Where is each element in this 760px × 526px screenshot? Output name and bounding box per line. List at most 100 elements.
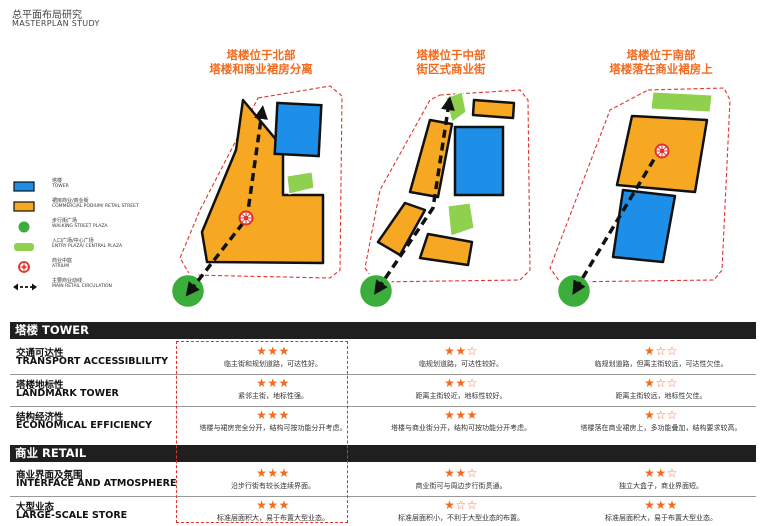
rating-description: 塔楼落在商业裙房上，多功能叠加，结构要求较高。 <box>580 424 742 432</box>
row-divider <box>10 374 756 375</box>
legend-label-cn: 步行街广场 <box>52 218 78 224</box>
scheme-3-title-line1: 塔楼位于南部 <box>626 48 696 62</box>
rating-description: 塔楼与商业街分开，结构可按功能分开考虑。 <box>391 424 531 432</box>
rating-cell: ★★★ 紧邻主街，地标性强。 <box>178 377 368 401</box>
scheme-3-title-line2: 塔楼落在商业裙房上 <box>609 62 713 76</box>
tower-swatch-icon <box>13 181 35 192</box>
scheme-1-highlight-box <box>176 341 348 523</box>
rating-description: 临规划道路，但离主街较远，可达性欠佳。 <box>594 360 728 368</box>
row-divider <box>10 406 756 407</box>
star-rating: ★★★ <box>444 408 478 422</box>
rating-cell: ★☆☆ 标准层面积小，不利于大型业态的布置。 <box>366 499 556 523</box>
scheme-2-title: 塔楼位于中部 街区式商业街 <box>356 48 546 76</box>
scheme-2-walking-plaza <box>357 272 395 310</box>
scheme-1-entry-plaza <box>286 171 315 195</box>
walking-plaza-dot-icon <box>18 221 30 233</box>
rating-description: 临主街和规划道路，可达性好。 <box>224 360 322 368</box>
rating-description: 商业街可与周边步行街贯通。 <box>415 482 507 490</box>
table-row: 商业界面及氛围 INTERFACE AND ATMOSPHERE ★★★ 沿步行… <box>10 467 756 495</box>
scheme-3-diagram <box>549 87 731 310</box>
scheme-2-retail-block-bottom <box>418 232 474 267</box>
table-row: 交通可达性 TRANSPORT ACCESSIBLILITY ★★★ 临主街和规… <box>10 345 756 373</box>
scheme-1-title: 塔楼位于北部 塔楼和商业裙房分离 <box>166 48 356 76</box>
star-rating: ★☆☆ <box>644 408 678 422</box>
scheme-1-title-line2: 塔楼和商业裙房分离 <box>209 62 313 76</box>
criterion-label-cn: 商业界面及氛围 <box>16 470 83 481</box>
section-retail-bar: 商业 RETAIL <box>10 445 756 462</box>
star-rating: ★★☆ <box>644 466 678 480</box>
star-rating: ★★☆ <box>444 466 478 480</box>
criterion-label-cn: 交通可达性 <box>16 348 64 359</box>
scheme-3-title: 塔楼位于南部 塔楼落在商业裙房上 <box>566 48 756 76</box>
legend-label-cn: 塔楼 <box>52 178 63 184</box>
rating-description: 距离主街较近，地标性较好。 <box>415 392 507 400</box>
rating-description: 临规划道路，可达性较好。 <box>419 360 503 368</box>
star-rating: ★★★ <box>644 498 678 512</box>
rating-cell: ★★☆ 临规划道路，可达性较好。 <box>366 345 556 369</box>
entry-plaza-swatch-icon <box>14 243 34 251</box>
scheme-3-walking-plaza <box>555 272 593 310</box>
star-rating: ★★★ <box>256 344 290 358</box>
scheme-2-site-boundary <box>364 89 531 283</box>
scheme-2-retail-block-top <box>471 98 516 120</box>
criterion-label-cn: 塔楼地标性 <box>16 380 64 391</box>
rating-description: 标准层面积大，易于布置大型业态。 <box>605 514 717 522</box>
legend-label-cn: 主要商业动线 <box>52 278 83 284</box>
retail-swatch-icon <box>13 201 35 212</box>
scheme-3-tower <box>611 188 677 264</box>
star-rating: ★☆☆ <box>644 376 678 390</box>
rating-description: 独立大盒子，商业界面短。 <box>619 482 703 490</box>
table-row: 结构经济性 ECONOMICAL EFFICIENCY ★★★ 塔楼与裙房完全分… <box>10 409 756 437</box>
legend-label-cn: 裙房商业/商业街 <box>52 198 89 204</box>
scheme-2-diagram <box>357 89 531 310</box>
scheme-1-title-line1: 塔楼位于北部 <box>226 48 296 62</box>
star-rating: ★★☆ <box>444 376 478 390</box>
table-row: 塔楼地标性 LANDMARK TOWER ★★★ 紧邻主街，地标性强。 ★★☆ … <box>10 377 756 405</box>
criterion-label-en: INTERFACE AND ATMOSPHERE <box>16 478 177 489</box>
rating-cell: ★★★ 临主街和规划道路，可达性好。 <box>178 345 368 369</box>
star-rating: ★☆☆ <box>644 344 678 358</box>
rating-cell: ★★★ 标准层面积大，易于布置大型业态。 <box>566 499 756 523</box>
legend-label-en: COMMERCIAL PODIUM/ RETAIL STREET <box>52 204 139 209</box>
legend-label-en: ATRIUM <box>52 264 70 269</box>
row-divider <box>10 496 756 497</box>
section-tower-bar: 塔楼 TOWER <box>10 322 756 339</box>
rating-description: 沿步行街有较长连续界面。 <box>231 482 315 490</box>
scheme-1-atrium-icon <box>238 210 254 226</box>
star-rating: ★★★ <box>256 498 290 512</box>
scheme-2-title-line2: 街区式商业街 <box>416 62 486 76</box>
legend-label-en: MAIN RETAIL CIRCULATION <box>52 284 112 289</box>
scheme-3-atrium-icon <box>654 143 670 159</box>
rating-description: 距离主街较远，地标性欠佳。 <box>615 392 707 400</box>
table-row: 大型业态 LARGE-SCALE STORE ★★★ 标准层面积大，易于布置大型… <box>10 499 756 525</box>
star-rating: ★☆☆ <box>444 498 478 512</box>
rating-cell: ★★★ 塔楼与商业街分开，结构可按功能分开考虑。 <box>366 409 556 433</box>
legend-label-cn: 入口广场/中心广场 <box>52 238 94 244</box>
star-rating: ★★☆ <box>444 344 478 358</box>
rating-description: 标准层面积大，易于布置大型业态。 <box>217 514 329 522</box>
rating-cell: ★☆☆ 距离主街较远，地标性欠佳。 <box>566 377 756 401</box>
star-rating: ★★★ <box>256 466 290 480</box>
star-rating: ★★★ <box>256 376 290 390</box>
legend-label-en: ENTRY PLAZA/ CENTRAL PLAZA <box>52 244 123 249</box>
legend-label-cn: 商业中庭 <box>52 258 73 264</box>
star-rating: ★★★ <box>256 408 290 422</box>
scheme-2-title-line1: 塔楼位于中部 <box>416 48 486 62</box>
rating-description: 标准层面积小，不利于大型业态的布置。 <box>398 514 524 522</box>
legend-label-en: WALKING STREET PLAZA <box>52 224 108 229</box>
criterion-label-en: LARGE-SCALE STORE <box>16 510 128 521</box>
rating-cell: ★★☆ 距离主街较近，地标性较好。 <box>366 377 556 401</box>
circulation-arrow-icon <box>13 283 37 291</box>
rating-cell: ★★☆ 商业街可与周边步行街贯通。 <box>366 467 556 491</box>
scheme-1-diagram <box>169 85 343 310</box>
masterplan-diagrams <box>169 85 731 310</box>
scheme-2-entry-plaza-center <box>447 202 475 237</box>
scheme-3-entry-plaza <box>650 91 713 113</box>
scheme-2-circulation-arrow <box>374 96 455 295</box>
criterion-label-en: ECONOMICAL EFFICIENCY <box>16 420 153 431</box>
rating-cell: ★☆☆ 塔楼落在商业裙房上，多功能叠加，结构要求较高。 <box>566 409 756 433</box>
rating-cell: ★★☆ 独立大盒子，商业界面短。 <box>566 467 756 491</box>
atrium-icon <box>18 261 30 273</box>
page-title-en: MASTERPLAN STUDY <box>12 19 100 28</box>
criterion-label-cn: 大型业态 <box>16 502 55 513</box>
